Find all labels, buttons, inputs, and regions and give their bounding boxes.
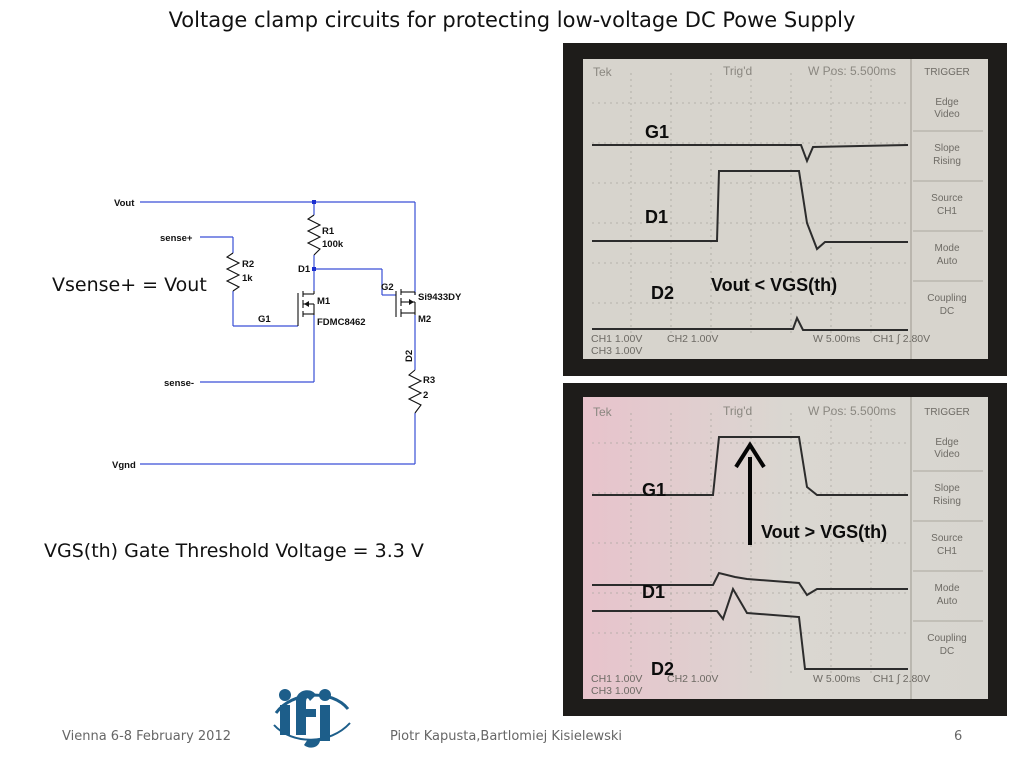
scope-bottom-menu-source-value: CH1 [937,546,957,557]
sense-minus-label: sense- [164,378,194,389]
scope-top-menu-mode: Mode [934,243,959,254]
scope-top-trig: Trig'd [723,64,752,78]
scope-bottom-d1-label: D1 [642,582,666,602]
scope-bottom-menu-mode: Mode [934,583,959,594]
scope-bottom-condition: Vout > VGS(th) [761,522,888,542]
clamp-circuit-schematic: Vout sense+ sense- Vgnd R1 100k R2 1k R3… [112,198,462,471]
g1-label: G1 [258,314,271,325]
scope-top-ch1: CH1 1.00V [591,333,642,345]
d2-label: D2 [404,350,415,362]
scope-top-ch3: CH3 1.00V [591,345,642,357]
m2-part: Si9433DY [418,292,462,303]
scope-bottom-d2-label: D2 [651,659,675,679]
scope-top-d1-label: D1 [645,207,669,227]
scope-bottom-menu-source: Source [931,533,963,544]
scope-top-d2-label: D2 [651,283,675,303]
scope-top-trig-level: CH1 ∫ 2.80V [873,333,930,345]
scope-bottom-menu-edge-value: Video [934,449,960,460]
scope-top-g1-label: G1 [645,122,670,142]
r2-value: 1k [242,273,253,284]
footer-authors: Piotr Kapusta,Bartlomiej Kisielewski [390,729,623,744]
oscilloscope-top: Tek Trig'd W Pos: 5.500ms CH1 1.00V CH2 … [563,43,1007,376]
oscilloscope-top-screen: Tek Trig'd W Pos: 5.500ms CH1 1.00V CH2 … [583,59,988,359]
footer-page-number: 6 [954,729,963,744]
scope-bottom-g1-label: G1 [642,480,667,500]
scope-bottom-ch3: CH3 1.00V [591,685,642,697]
scope-bottom-menu-coupling: Coupling [927,633,966,644]
scope-top-menu-source-value: CH1 [937,206,957,217]
scope-bottom-menu-coupling-value: DC [940,646,954,657]
scope-top-condition: Vout < VGS(th) [711,275,838,295]
g2-label: G2 [381,282,394,293]
scope-top-brand: Tek [593,65,613,79]
scope-bottom-timebase: W 5.00ms [813,673,860,685]
m2-label: M2 [418,314,431,325]
scope-bottom-trig: Trig'd [723,404,752,418]
scope-top-menu-edge: Edge [935,97,959,108]
scope-top-menu-edge-value: Video [934,109,960,120]
scope-bottom-menu-slope: Slope [934,483,960,494]
scope-top-menu-source: Source [931,193,963,204]
scope-bottom-menu-edge: Edge [935,437,959,448]
vsense-note: Vsense+ = Vout [52,274,207,296]
oscilloscope-bottom-screen: Tek Trig'd W Pos: 5.500ms CH1 1.00V CH2 … [583,397,988,699]
scope-bottom-menu-slope-value: Rising [933,496,961,507]
scope-top-timebase: W 5.00ms [813,333,860,345]
r3-value: 2 [423,390,428,401]
scope-top-menu-slope: Slope [934,143,960,154]
scope-bottom-ch1: CH1 1.00V [591,673,642,685]
oscilloscope-bottom: Tek Trig'd W Pos: 5.500ms CH1 1.00V CH2 … [563,383,1007,716]
sense-plus-label: sense+ [160,233,193,244]
scope-top-pos: W Pos: 5.500ms [808,64,896,78]
footer-event: Vienna 6-8 February 2012 [62,729,231,744]
r1-value: 100k [322,239,344,250]
scope-top-menu-mode-value: Auto [937,256,958,267]
scope-bottom-ch2: CH2 1.00V [667,673,718,685]
scope-top-menu-coupling: Coupling [927,293,966,304]
m1-part: FDMC8462 [317,317,366,328]
vgs-threshold-note: VGS(th) Gate Threshold Voltage = 3.3 V [44,540,424,562]
scope-bottom-brand: Tek [593,405,613,419]
r3-label: R3 [423,375,435,386]
scope-top-menu-slope-value: Rising [933,156,961,167]
scope-bottom-pos: W Pos: 5.500ms [808,404,896,418]
slide-title: Voltage clamp circuits for protecting lo… [168,8,856,32]
scope-bottom-trig-level: CH1 ∫ 2.80V [873,673,930,685]
vgnd-label: Vgnd [112,460,136,471]
scope-top-menu-coupling-value: DC [940,306,954,317]
d1-label: D1 [298,264,311,275]
scope-top-menu-header: TRIGGER [924,67,970,78]
vout-label: Vout [114,198,135,209]
scope-bottom-menu-mode-value: Auto [937,596,958,607]
ifj-logo [273,689,351,748]
r2-label: R2 [242,259,254,270]
scope-bottom-menu-header: TRIGGER [924,407,970,418]
scope-top-ch2: CH2 1.00V [667,333,718,345]
m1-label: M1 [317,296,331,307]
r1-label: R1 [322,226,335,237]
